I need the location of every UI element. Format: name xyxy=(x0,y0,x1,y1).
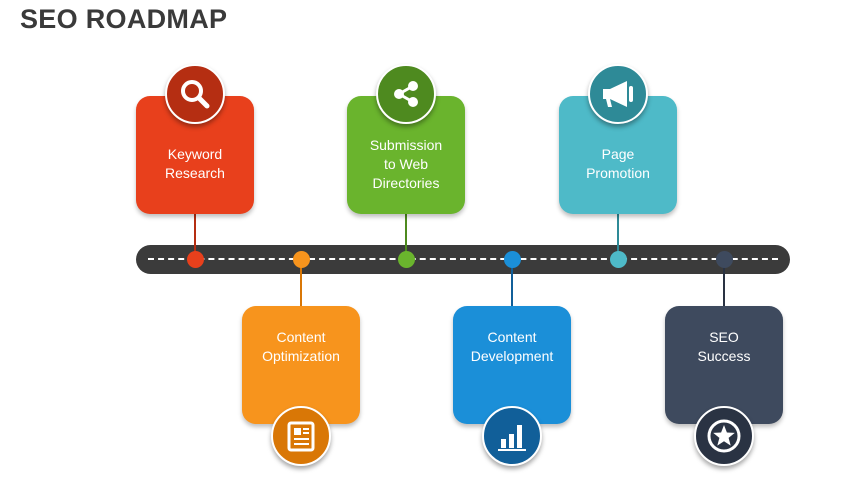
road-center-line xyxy=(148,258,778,260)
step-label: Content Development xyxy=(470,329,554,364)
road-marker-dot xyxy=(715,251,733,268)
road-marker-dot xyxy=(186,251,204,268)
step-card: Content Development xyxy=(453,306,571,424)
road-marker-dot xyxy=(397,251,415,268)
document-icon xyxy=(284,419,318,453)
search-icon xyxy=(178,77,212,111)
star-icon-badge xyxy=(694,406,754,466)
road-marker-dot xyxy=(609,251,627,268)
step-connector xyxy=(723,266,725,308)
step-connector xyxy=(511,266,513,308)
step-card: SEO Success xyxy=(665,306,783,424)
step-label: SEO Success xyxy=(697,329,751,364)
step-connector xyxy=(405,212,407,252)
step-label: Submission to Web Directories xyxy=(369,136,443,191)
step-label: Content Optimization xyxy=(262,329,340,364)
step-label: Page Promotion xyxy=(586,146,650,181)
step-connector xyxy=(194,212,196,252)
share-icon-badge xyxy=(376,64,436,124)
road-marker-dot xyxy=(503,251,521,268)
share-icon xyxy=(389,77,423,111)
star-icon xyxy=(705,417,743,455)
step-label: Keyword Research xyxy=(165,146,225,181)
search-icon-badge xyxy=(165,64,225,124)
step-connector xyxy=(617,212,619,252)
bar-chart-icon xyxy=(495,419,529,453)
bar-chart-icon-badge xyxy=(482,406,542,466)
page-title: SEO ROADMAP xyxy=(20,4,228,34)
step-connector xyxy=(300,266,302,308)
document-icon-badge xyxy=(271,406,331,466)
step-card: Content Optimization xyxy=(242,306,360,424)
road-marker-dot xyxy=(292,251,310,268)
megaphone-icon xyxy=(600,77,636,111)
megaphone-icon-badge xyxy=(588,64,648,124)
